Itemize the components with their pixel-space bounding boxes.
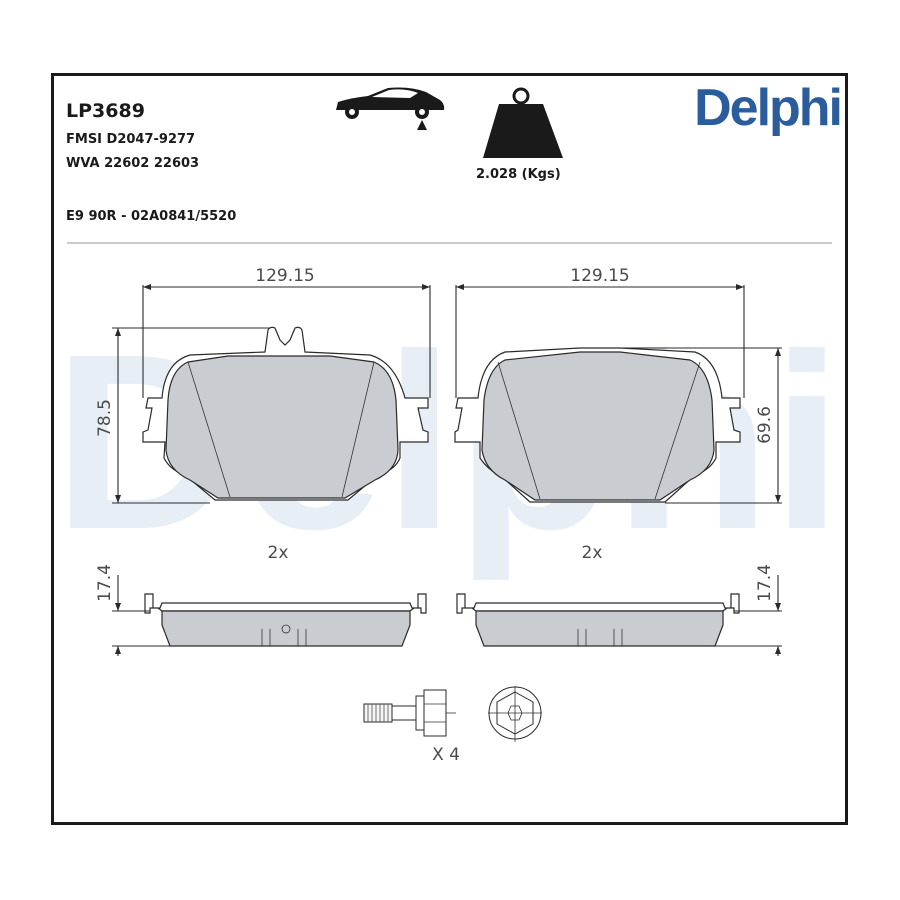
right-pad-front-view bbox=[454, 347, 741, 503]
right-pad-quantity: 2x bbox=[582, 543, 603, 563]
left-pad-height: 78.5 bbox=[95, 399, 115, 437]
bolt-quantity: X 4 bbox=[432, 745, 460, 765]
right-pad-thickness: 17.4 bbox=[755, 564, 775, 602]
right-pad-side-view bbox=[456, 575, 782, 656]
right-pad-height: 69.6 bbox=[755, 406, 775, 444]
left-pad-quantity: 2x bbox=[268, 543, 289, 563]
weight-icon bbox=[483, 87, 563, 158]
car-rear-axle-icon bbox=[336, 87, 445, 130]
brand-logo: Delphi bbox=[694, 79, 843, 137]
bolt-side-icon bbox=[363, 689, 456, 737]
right-pad-width: 129.15 bbox=[570, 266, 629, 286]
left-pad-width: 129.15 bbox=[255, 266, 314, 286]
fmsi-code: FMSI D2047-9277 bbox=[66, 132, 196, 147]
left-pad-front-view bbox=[142, 326, 429, 501]
left-pad-thickness: 17.4 bbox=[95, 564, 115, 602]
right-pad-dimensions bbox=[455, 284, 782, 504]
weight-label: 2.028 (Kgs) bbox=[476, 167, 561, 182]
bolt-head-icon bbox=[488, 686, 542, 742]
left-pad-dimensions bbox=[112, 284, 431, 504]
left-pad-side-view bbox=[112, 575, 427, 656]
approval-code: E9 90R - 02A0841/5520 bbox=[66, 209, 237, 224]
part-number: LP3689 bbox=[66, 100, 145, 122]
wva-code: WVA 22602 22603 bbox=[66, 156, 200, 171]
